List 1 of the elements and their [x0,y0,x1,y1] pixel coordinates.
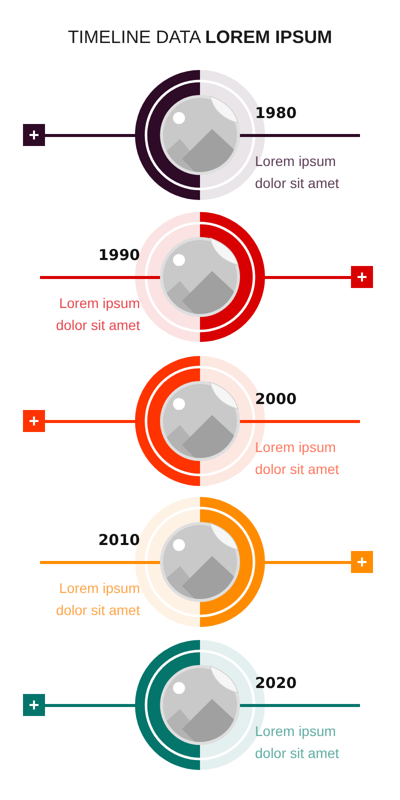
title: TIMELINE DATA LOREM IPSUM [66,26,334,49]
